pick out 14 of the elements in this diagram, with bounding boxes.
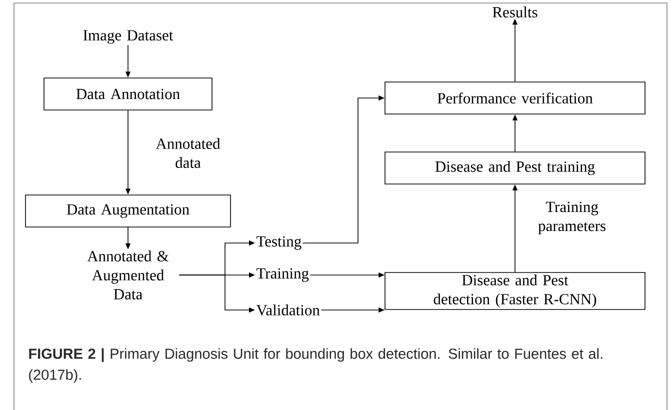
node-label: Annotated & Augmented Data [87,250,169,300]
edge-label: Annotated data [156,138,220,168]
node-label: Image Dataset [83,30,174,44]
node-label: Testing [256,236,302,250]
node-label: Training [256,268,309,282]
edge-label: Training parameters [538,202,606,234]
process-box: Disease and Pest training [384,152,646,184]
process-box: Data Annotation [44,78,212,110]
node-label: Results [492,6,538,18]
process-box: Disease and Pest detection (Faster R-CNN) [384,272,646,310]
process-box: Performance verification [384,82,646,114]
process-box: Data Augmentation [25,194,231,228]
node-label: Validation [256,304,320,316]
figure-caption: FIGURE 2 | Primary Diagnosis Unit for bounding box detection. Similar to Fuentes et al. (2017b). [29,348,602,383]
